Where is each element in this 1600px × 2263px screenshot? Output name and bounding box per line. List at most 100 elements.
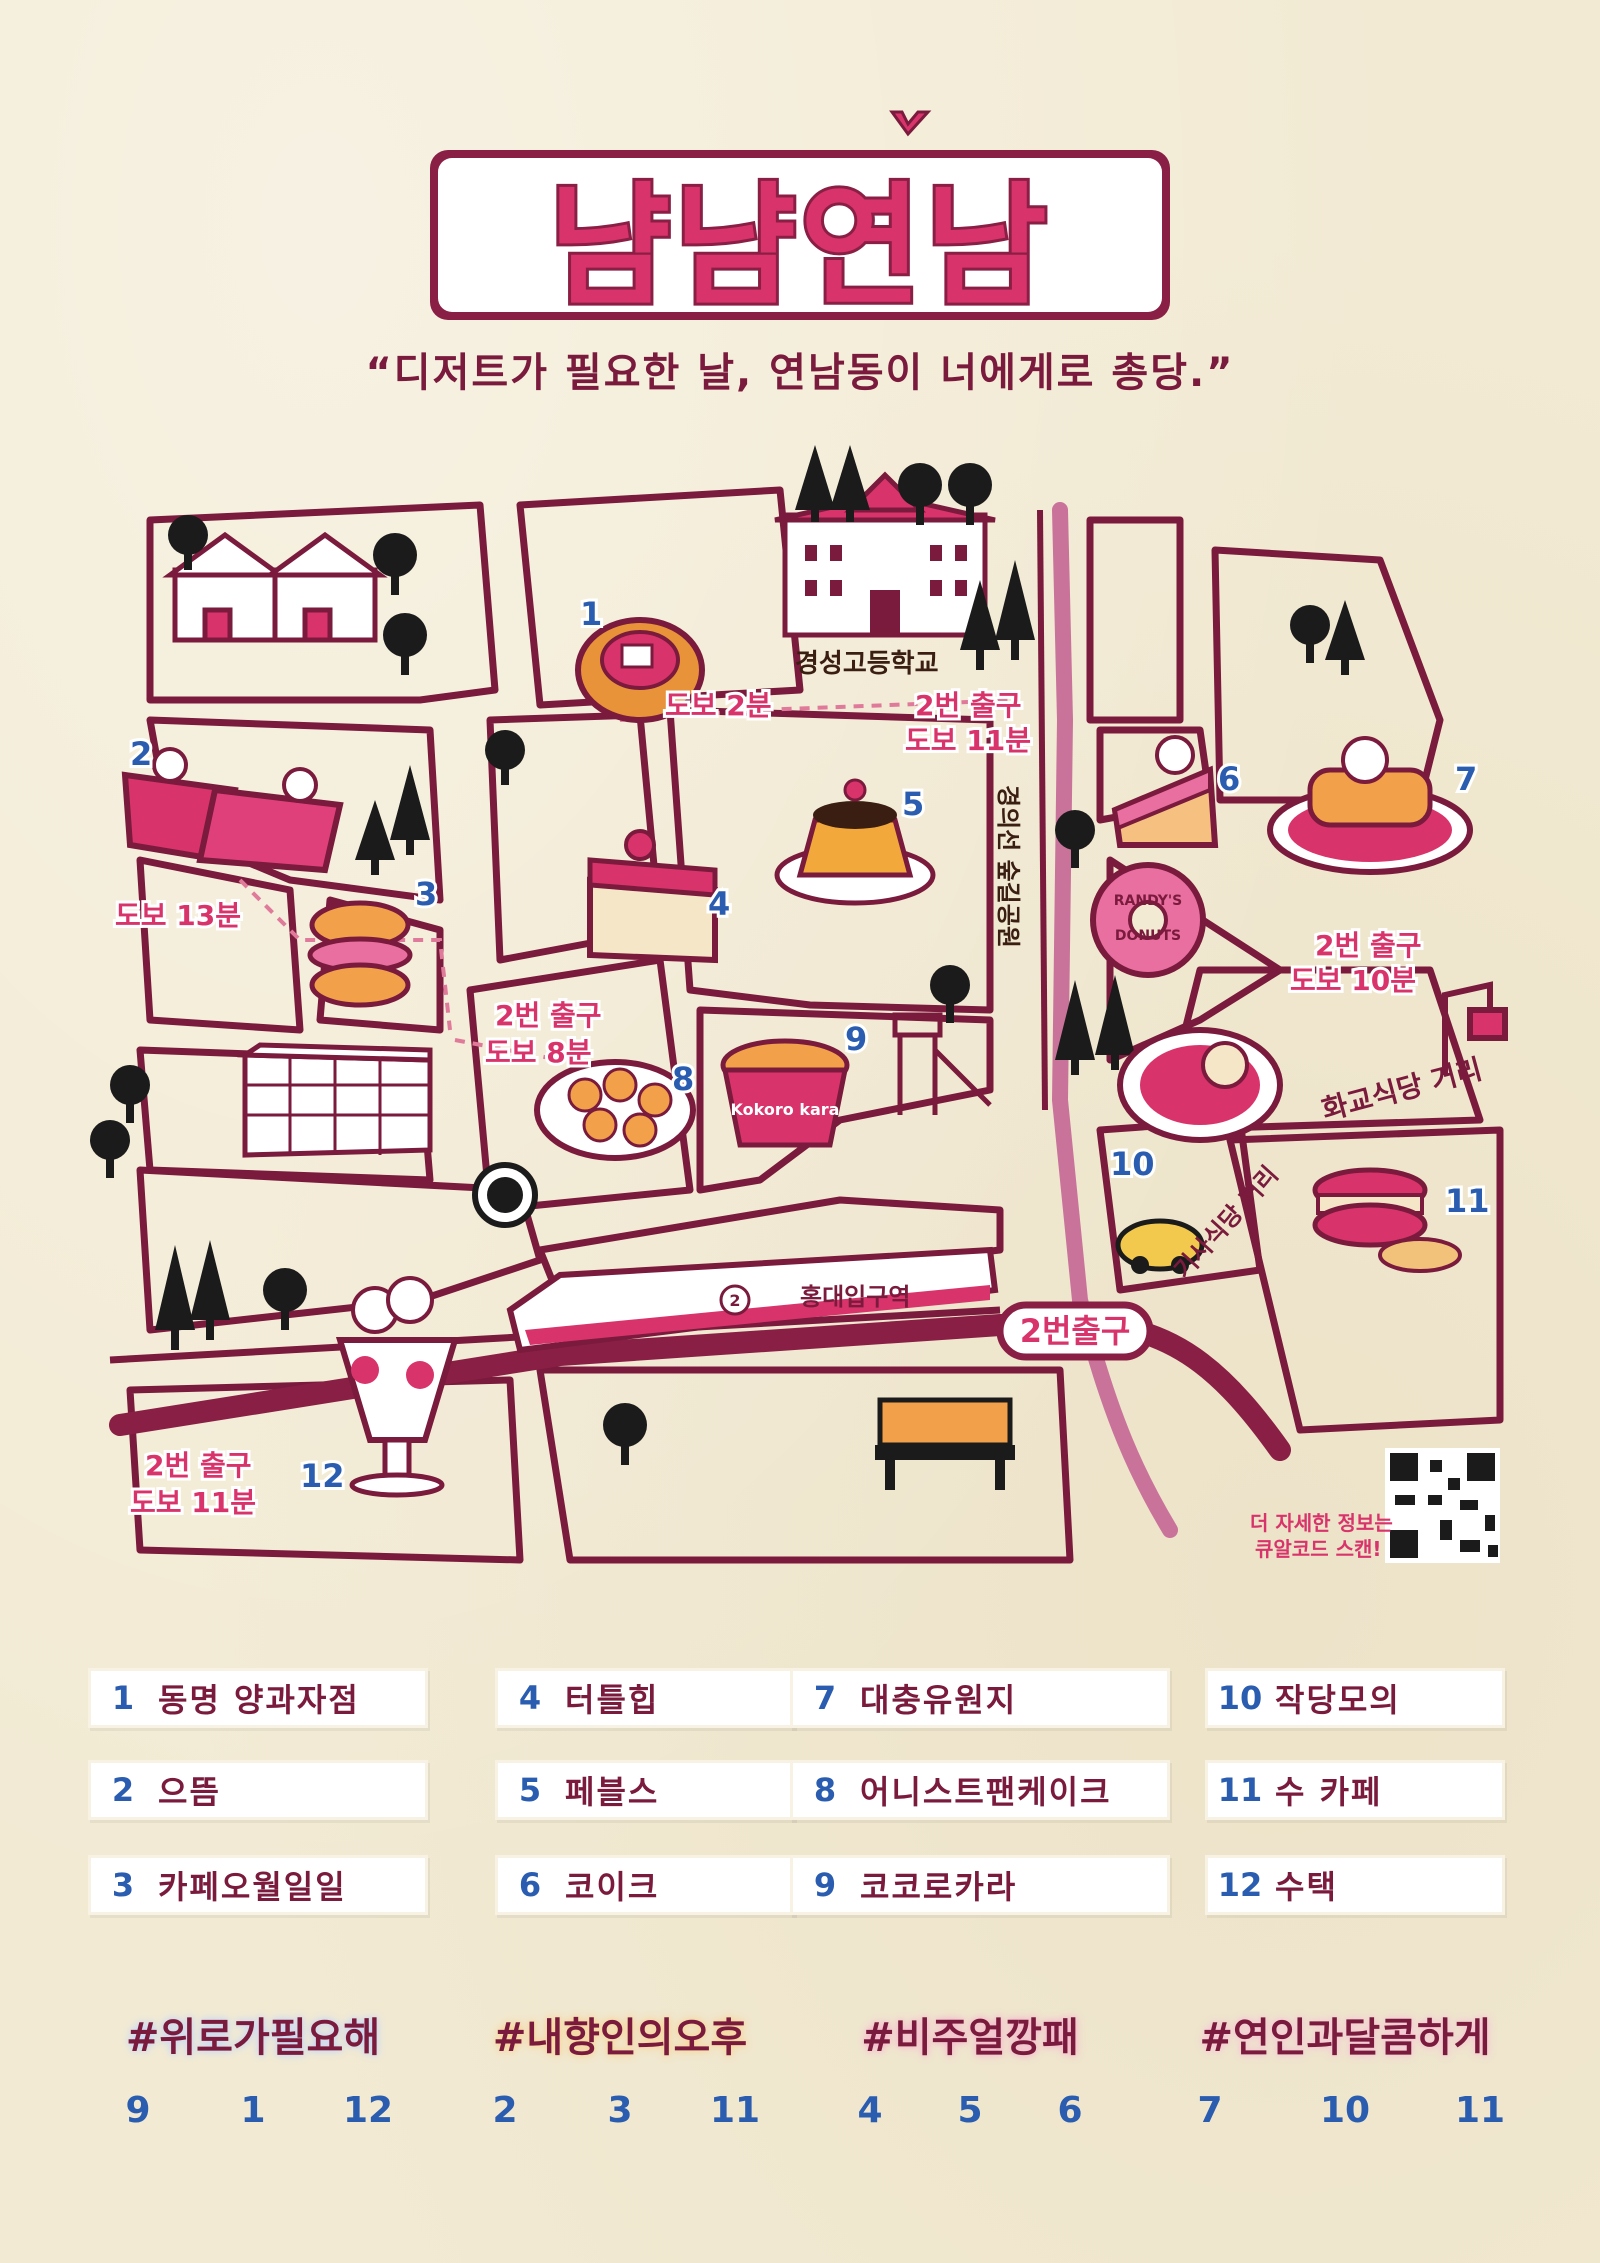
- hashtag-numbers: 2 3 11: [475, 2090, 765, 2131]
- legend-number: 8: [813, 1771, 837, 1809]
- hashtag-number: 9: [125, 2090, 151, 2131]
- dessert-7-pancake: [1267, 736, 1473, 875]
- map-marker-7: 7: [1455, 760, 1477, 798]
- school-illustration: [774, 471, 996, 638]
- walk-label-2b: 도보 11분: [905, 724, 1031, 757]
- map-marker-4: 4: [708, 885, 730, 923]
- tree-icon: [995, 560, 1035, 660]
- block: [1226, 1126, 1504, 1434]
- tree-icon: [263, 1268, 307, 1330]
- legend-place-name: 페블스: [565, 1773, 660, 1811]
- block: [516, 486, 804, 709]
- dessert-4-layer-cake: [587, 829, 718, 964]
- legend-place-name: 코이크: [565, 1868, 660, 1906]
- block: [1086, 516, 1184, 724]
- tree-icon: [1055, 810, 1095, 868]
- legend-number: 3: [111, 1866, 135, 1904]
- page-subtitle: “디저트가 필요한 날, 연남동이 너에게로 총당.”: [365, 350, 1235, 396]
- tree-icon: [603, 1403, 647, 1465]
- legend-number: 12: [1217, 1866, 1263, 1904]
- hashtag-label: #위로가필요해: [125, 2015, 381, 2061]
- hashtag-number: 11: [709, 2090, 761, 2131]
- hashtag-number: 6: [1057, 2090, 1083, 2131]
- map-marker-9: 9: [845, 1020, 867, 1058]
- park-trail: [1051, 502, 1178, 1538]
- tree-icon: [390, 765, 430, 855]
- bench-icon: [875, 1397, 1015, 1490]
- walk-label-5b: 도보 10분: [1290, 964, 1416, 997]
- hashtag-number: 1: [240, 2090, 266, 2131]
- tree-icon: [168, 515, 208, 570]
- legend-number: 5: [518, 1771, 542, 1809]
- block: [1211, 546, 1444, 804]
- tree-icon: [155, 1245, 195, 1350]
- tree-icon: [1290, 605, 1330, 663]
- hashtag-number: 2: [492, 2090, 518, 2131]
- dessert-6-cake-slice: [1111, 735, 1219, 848]
- map-marker-2: 2: [130, 735, 152, 773]
- legend-item: 7 대충유원지: [790, 1668, 1170, 1728]
- walk-label-1: 도보 2분: [665, 689, 772, 722]
- walk-label-3: 도보 13분: [115, 899, 241, 932]
- school-label: 경성고등학교: [795, 649, 939, 679]
- tree-icon: [355, 800, 395, 875]
- walk-label-5a: 2번 출구: [1315, 929, 1422, 962]
- legend-place-name: 수 카페: [1275, 1773, 1383, 1811]
- cup-brand: Kokoro kara: [731, 1100, 840, 1119]
- tree-icon: [960, 580, 1000, 670]
- map-marker-3: 3: [415, 875, 437, 913]
- playground-icon: [892, 1012, 992, 1115]
- dessert-8-tarts: [534, 1059, 696, 1161]
- map-marker-11: 11: [1445, 1182, 1490, 1220]
- walk-label-2a: 2번 출구: [915, 689, 1022, 722]
- legend-number: 1: [111, 1679, 135, 1717]
- heart-mark-icon: [889, 110, 932, 137]
- map-marker-5: 5: [902, 785, 924, 823]
- walk-label-6b: 도보 11분: [130, 1486, 256, 1519]
- legend-place-name: 작당모의: [1275, 1681, 1401, 1719]
- dessert-11-macarons: [1312, 1167, 1462, 1273]
- legend-place-name: 대충유원지: [860, 1681, 1018, 1719]
- legend-number: 9: [813, 1866, 837, 1904]
- legend-place-name: 수택: [1275, 1868, 1338, 1906]
- legend-place-name: 어니스트팬케이크: [860, 1773, 1112, 1811]
- dessert-1-pie: [575, 617, 705, 723]
- hashtag-number: 3: [607, 2090, 633, 2131]
- tree-icon: [1095, 975, 1135, 1070]
- hashtag-label: #내향인의오후: [492, 2015, 748, 2061]
- map-marker-8: 8: [672, 1060, 694, 1098]
- dessert-9-cup: Kokoro kara: [720, 1038, 850, 1148]
- legend-number: 7: [813, 1679, 837, 1717]
- map-marker-12: 12: [300, 1457, 345, 1495]
- legend-place-name: 카페오월일일: [158, 1868, 347, 1906]
- legend-place-name: 으뜸: [158, 1773, 221, 1811]
- qr-code[interactable]: [1385, 1448, 1500, 1563]
- park-trail-edge: [1037, 509, 1048, 1111]
- block: [696, 1006, 994, 1194]
- legend-item: 12 수택: [1205, 1855, 1505, 1915]
- dessert-10-roll-cake: [1117, 1027, 1283, 1143]
- tree-icon: [190, 1240, 230, 1340]
- walk-label-4a: 2번 출구: [495, 999, 602, 1032]
- hashtag-label: #비주얼깡패: [861, 2015, 1079, 2061]
- dessert-donut: [1090, 862, 1206, 978]
- tree-icon: [373, 533, 417, 595]
- exit-badge: [996, 1301, 1154, 1361]
- page-title: 냠냠연남: [546, 167, 1051, 327]
- hashtag-number: 11: [1454, 2090, 1506, 2131]
- hashtag-label: #연인과달콤하게: [1199, 2015, 1491, 2061]
- block: [136, 1166, 544, 1334]
- train-illustration: 2 홍대입구역: [506, 1246, 999, 1354]
- tree-icon: [830, 445, 870, 522]
- dessert-12-parfait: [335, 1276, 460, 1498]
- tree-icon: [898, 463, 942, 525]
- dessert-5-pudding: [774, 778, 936, 906]
- tree-icon: [1055, 980, 1095, 1075]
- street-sign-icon: [1442, 981, 1508, 1075]
